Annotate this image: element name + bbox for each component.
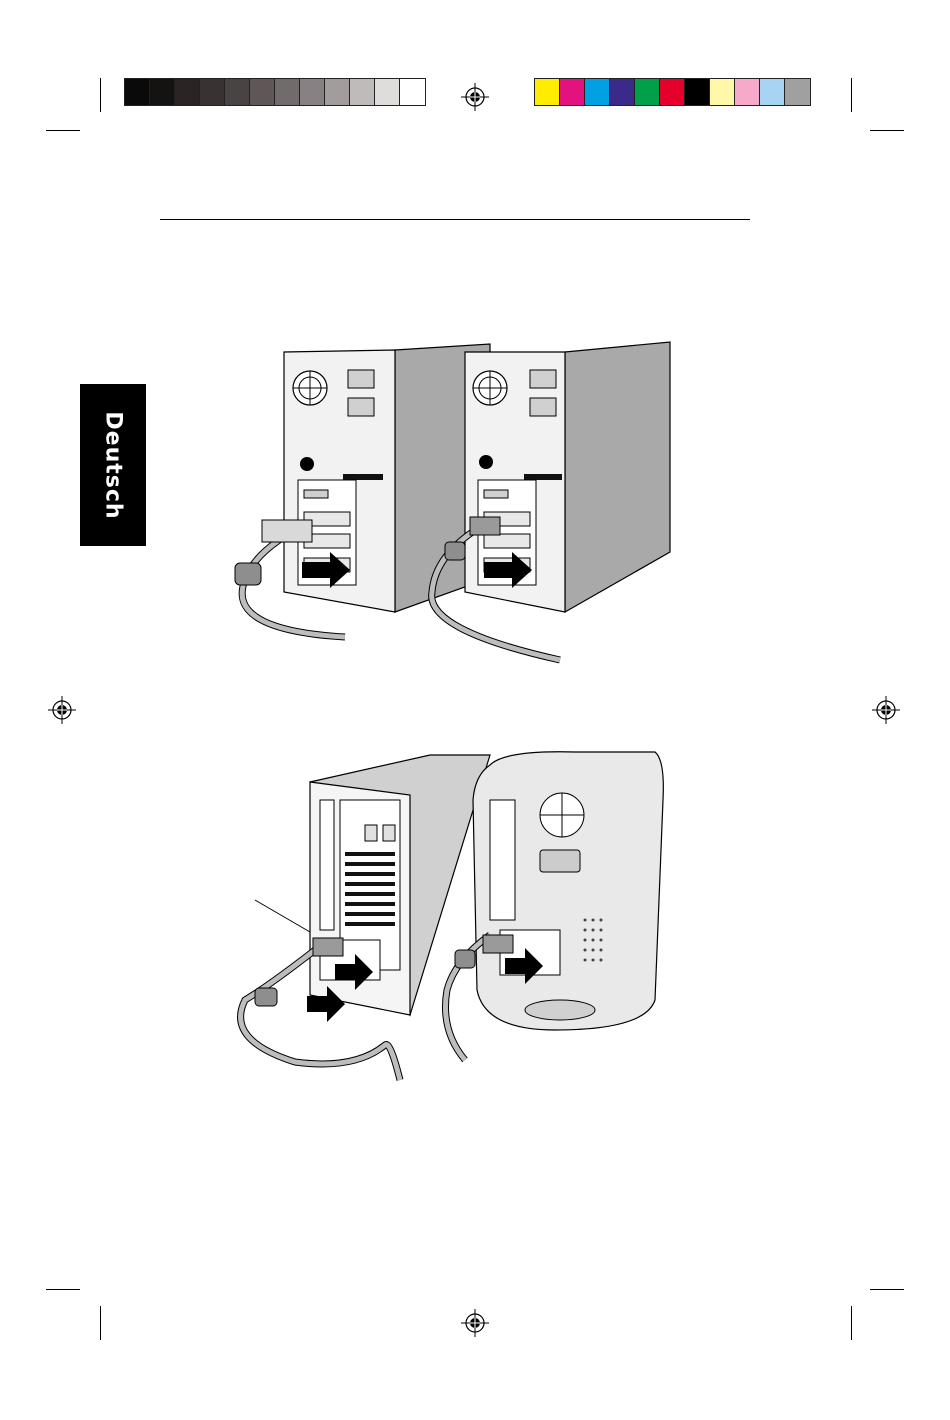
mac-tower: [473, 752, 663, 1030]
crop-mark: [46, 130, 80, 131]
color-swatch-9: [735, 79, 760, 105]
registration-mark-icon: [461, 1309, 489, 1337]
crop-mark: [100, 1306, 101, 1340]
grayscale-swatch-8: [300, 79, 325, 105]
crop-mark: [870, 130, 904, 131]
crop-mark: [851, 78, 852, 112]
color-swatch-1: [535, 79, 560, 105]
grayscale-swatch-7: [275, 79, 300, 105]
language-tab: Deutsch: [80, 384, 146, 546]
registration-mark-icon: [872, 696, 900, 724]
figure-mac-cables: [215, 740, 685, 1090]
color-swatch-5: [635, 79, 660, 105]
color-swatch-7: [685, 79, 710, 105]
crop-mark: [851, 1306, 852, 1340]
grayscale-swatch-10: [350, 79, 375, 105]
grayscale-swatch-5: [225, 79, 250, 105]
color-swatch-11: [785, 79, 810, 105]
grayscale-swatch-9: [325, 79, 350, 105]
color-swatch-3: [585, 79, 610, 105]
figure-pc-towers: [200, 330, 700, 670]
crop-mark: [46, 1289, 80, 1290]
registration-mark-icon: [48, 696, 76, 724]
registration-mark-icon: [461, 83, 489, 111]
grayscale-calibration-bar: [124, 78, 426, 106]
grayscale-swatch-2: [150, 79, 175, 105]
color-swatch-6: [660, 79, 685, 105]
grayscale-swatch-4: [200, 79, 225, 105]
grayscale-swatch-1: [125, 79, 150, 105]
color-swatch-4: [610, 79, 635, 105]
color-calibration-bar: [534, 78, 811, 106]
color-swatch-8: [710, 79, 735, 105]
color-swatch-2: [560, 79, 585, 105]
language-tab-label: Deutsch: [101, 411, 126, 519]
grayscale-swatch-6: [250, 79, 275, 105]
grayscale-swatch-3: [175, 79, 200, 105]
grayscale-swatch-12: [400, 79, 425, 105]
crop-mark: [870, 1289, 904, 1290]
crop-mark: [100, 78, 101, 112]
color-swatch-10: [760, 79, 785, 105]
header-rule: [160, 219, 750, 220]
grayscale-swatch-11: [375, 79, 400, 105]
